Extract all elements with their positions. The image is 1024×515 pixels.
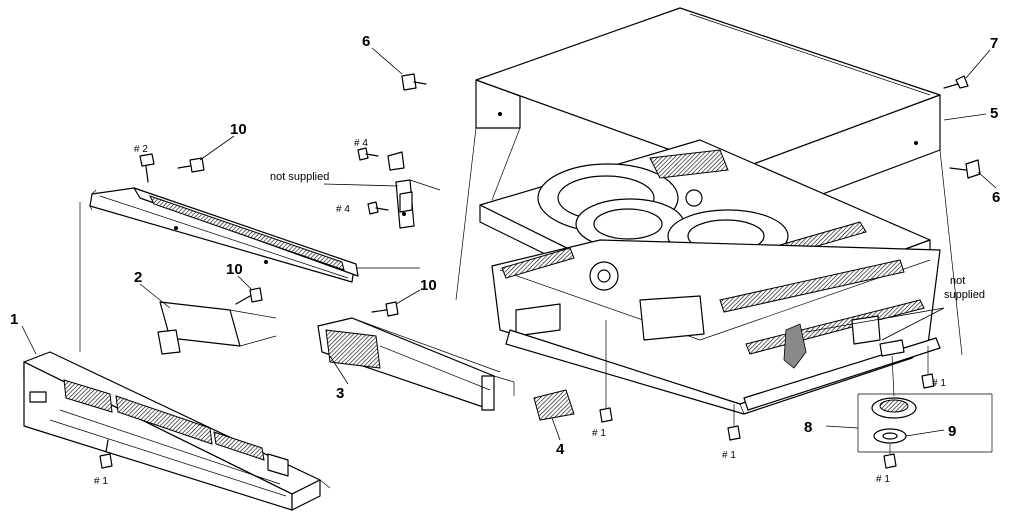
part-3-bracket (317, 317, 515, 411)
note-not-supplied-left: not supplied (270, 171, 329, 183)
screw-6-top (401, 73, 427, 91)
note-not-supplied-right-1: not (950, 275, 965, 287)
screw-1-right (921, 346, 935, 389)
screw-10-lower (371, 301, 399, 317)
callout-1: 1 (10, 311, 18, 328)
tag-screw-4-upper: # 4 (354, 138, 368, 149)
foot-washer-9 (873, 428, 907, 444)
leader-lines (21, 47, 997, 441)
tag-screw-1-bottom: # 1 (722, 450, 736, 461)
screw-4-upper (357, 147, 379, 161)
callout-10-top: 10 (230, 121, 247, 138)
screw-1-foot (883, 444, 897, 469)
notes: not supplied not supplied (270, 171, 985, 301)
screw-1-bottom (727, 404, 741, 441)
front-panel (23, 351, 331, 511)
screw-4-lower (367, 201, 389, 215)
foot-assembly-8 (857, 355, 993, 453)
bracket-2 (157, 301, 277, 355)
side-bracket (387, 151, 441, 229)
screw-10-mid (235, 287, 263, 305)
callout-9: 9 (948, 423, 956, 440)
screw-1-panel (99, 439, 113, 469)
screw-tags: # 2 # 4 # 4 # 1 # 1 # 1 # 1 # 1 (94, 138, 946, 487)
callout-6-right: 6 (992, 189, 1000, 206)
screw-2 (139, 153, 155, 183)
screw-10-top (177, 157, 205, 173)
callout-6-top: 6 (362, 33, 370, 50)
callout-8: 8 (804, 419, 812, 436)
callout-labels: 6 7 5 6 10 2 10 10 1 3 4 8 9 (10, 33, 1000, 458)
callout-4: 4 (556, 441, 565, 458)
callout-2: 2 (134, 269, 142, 286)
callout-10-mid: 10 (226, 261, 243, 278)
part-4 (533, 389, 575, 421)
tag-screw-4-lower: # 4 (336, 204, 350, 215)
tag-screw-1-center: # 1 (592, 428, 606, 439)
tag-screw-1-right: # 1 (932, 378, 946, 389)
top-rail (79, 187, 420, 352)
tag-screw-2: # 2 (134, 144, 148, 155)
callout-7: 7 (990, 35, 998, 52)
callout-5: 5 (990, 105, 998, 122)
tag-screw-1-panel: # 1 (94, 476, 108, 487)
screw-1-center (599, 320, 613, 423)
note-not-supplied-right-2: supplied (944, 289, 985, 301)
chassis (479, 139, 941, 415)
callout-10-lower: 10 (420, 277, 437, 294)
callout-3: 3 (336, 385, 344, 402)
screw-6-right (949, 159, 981, 179)
tag-screw-1-foot: # 1 (876, 474, 890, 485)
screw-7 (943, 75, 969, 89)
